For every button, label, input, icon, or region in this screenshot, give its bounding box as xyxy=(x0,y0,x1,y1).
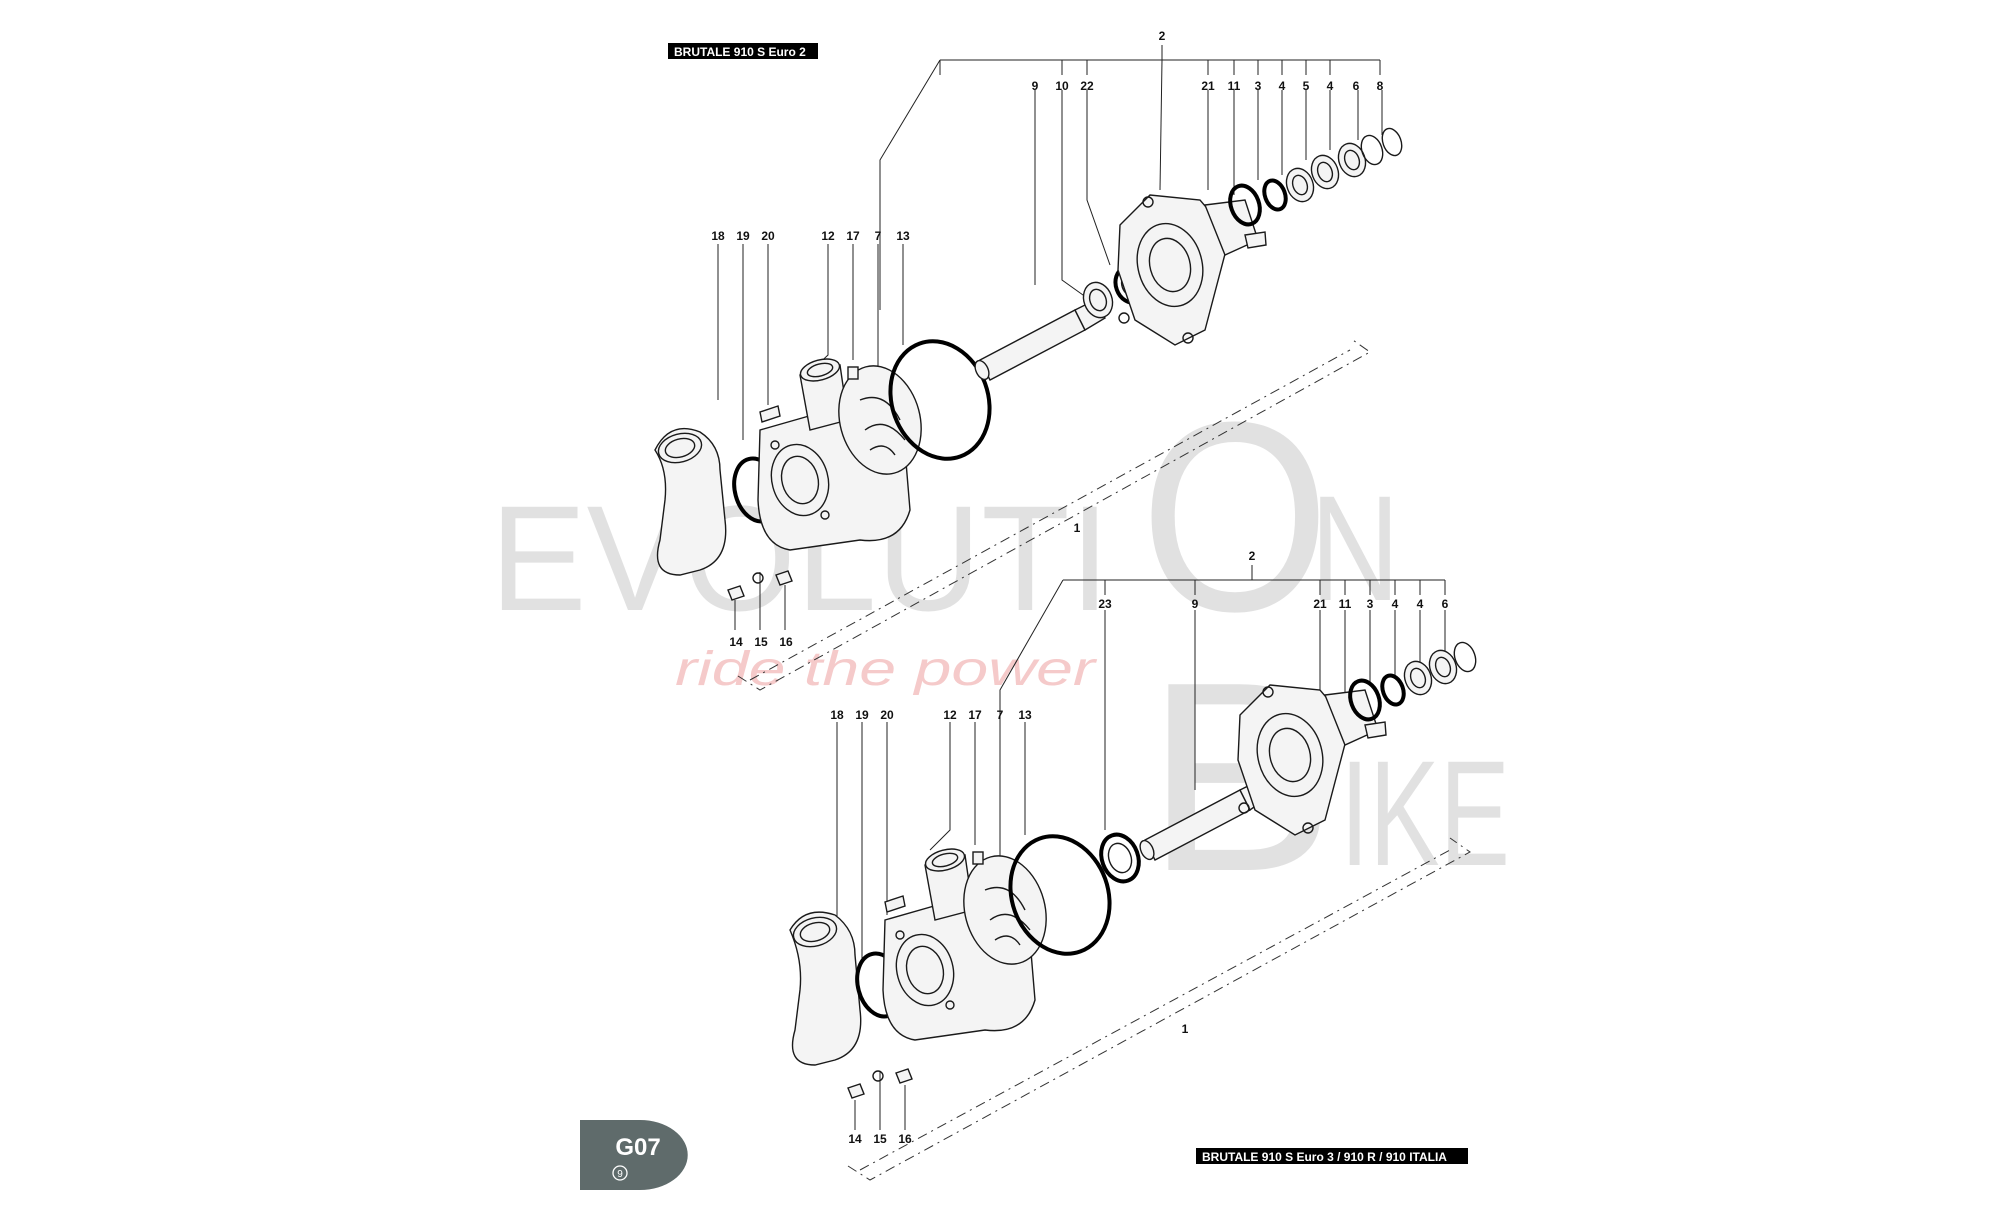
bottom-label-21: 21 xyxy=(1313,597,1327,611)
page-tab: G07 9 xyxy=(580,1120,688,1190)
top-label-4b: 4 xyxy=(1327,79,1334,93)
bottom-assembly: 2 23 9 21 11 3 4 4 6 18 19 20 12 17 7 13… xyxy=(789,549,1477,1181)
top-label-9: 9 xyxy=(1032,79,1039,93)
bottom-variant-tag: BRUTALE 910 S Euro 3 / 910 R / 910 ITALI… xyxy=(1196,1148,1468,1164)
watermark: EVOLUTI O N B IKE ride the power xyxy=(490,367,1510,928)
top-label-21: 21 xyxy=(1201,79,1215,93)
top-label-14: 14 xyxy=(729,635,743,649)
bottom-label-19: 19 xyxy=(855,708,869,722)
bottom-label-17: 17 xyxy=(968,708,982,722)
bottom-label-12: 12 xyxy=(943,708,957,722)
top-label-11: 11 xyxy=(1228,79,1241,93)
top-label-3: 3 xyxy=(1255,79,1262,93)
top-label-5: 5 xyxy=(1303,79,1310,93)
bottom-label-3: 3 xyxy=(1367,597,1374,611)
bottom-label-9: 9 xyxy=(1192,597,1199,611)
watermark-letter-o: O xyxy=(1140,367,1330,668)
top-label-19: 19 xyxy=(736,229,750,243)
top-label-18: 18 xyxy=(711,229,725,243)
top-label-10: 10 xyxy=(1055,79,1069,93)
bottom-label-23: 23 xyxy=(1098,597,1112,611)
watermark-slogan: ride the power xyxy=(675,643,1098,696)
bottom-label-1: 1 xyxy=(1182,1022,1189,1036)
top-label-4a: 4 xyxy=(1279,79,1286,93)
top-label-20: 20 xyxy=(761,229,775,243)
top-label-7: 7 xyxy=(875,229,882,243)
top-label-2: 2 xyxy=(1159,29,1166,43)
top-label-17: 17 xyxy=(846,229,860,243)
watermark-right-word: IKE xyxy=(1340,729,1510,897)
page-tab-sub: 9 xyxy=(617,1169,623,1180)
top-assembly: 2 9 10 22 21 11 3 4 5 4 6 8 18 19 20 12 … xyxy=(654,29,1403,691)
top-label-15: 15 xyxy=(754,635,768,649)
bottom-variant-text: BRUTALE 910 S Euro 3 / 910 R / 910 ITALI… xyxy=(1202,1150,1447,1164)
top-label-8: 8 xyxy=(1377,79,1384,93)
bottom-label-13: 13 xyxy=(1018,708,1032,722)
bottom-label-2: 2 xyxy=(1249,549,1256,563)
bottom-label-18: 18 xyxy=(830,708,844,722)
top-label-6: 6 xyxy=(1353,79,1360,93)
bottom-label-14: 14 xyxy=(848,1132,862,1146)
bottom-label-20: 20 xyxy=(880,708,894,722)
top-label-16: 16 xyxy=(779,635,793,649)
bottom-label-16: 16 xyxy=(898,1132,912,1146)
bottom-label-11: 11 xyxy=(1339,597,1352,611)
bottom-label-4a: 4 xyxy=(1392,597,1399,611)
top-variant-tag: BRUTALE 910 S Euro 2 xyxy=(668,43,818,59)
top-label-1: 1 xyxy=(1074,521,1081,535)
watermark-letter-n: N xyxy=(1310,464,1400,632)
page-tab-code: G07 xyxy=(615,1134,660,1161)
top-label-13: 13 xyxy=(896,229,910,243)
top-label-12: 12 xyxy=(821,229,835,243)
top-label-22: 22 xyxy=(1080,79,1094,93)
bottom-label-4b: 4 xyxy=(1417,597,1424,611)
bottom-label-15: 15 xyxy=(873,1132,887,1146)
bottom-label-7: 7 xyxy=(997,708,1004,722)
bottom-label-6: 6 xyxy=(1442,597,1449,611)
top-variant-text: BRUTALE 910 S Euro 2 xyxy=(674,45,806,59)
